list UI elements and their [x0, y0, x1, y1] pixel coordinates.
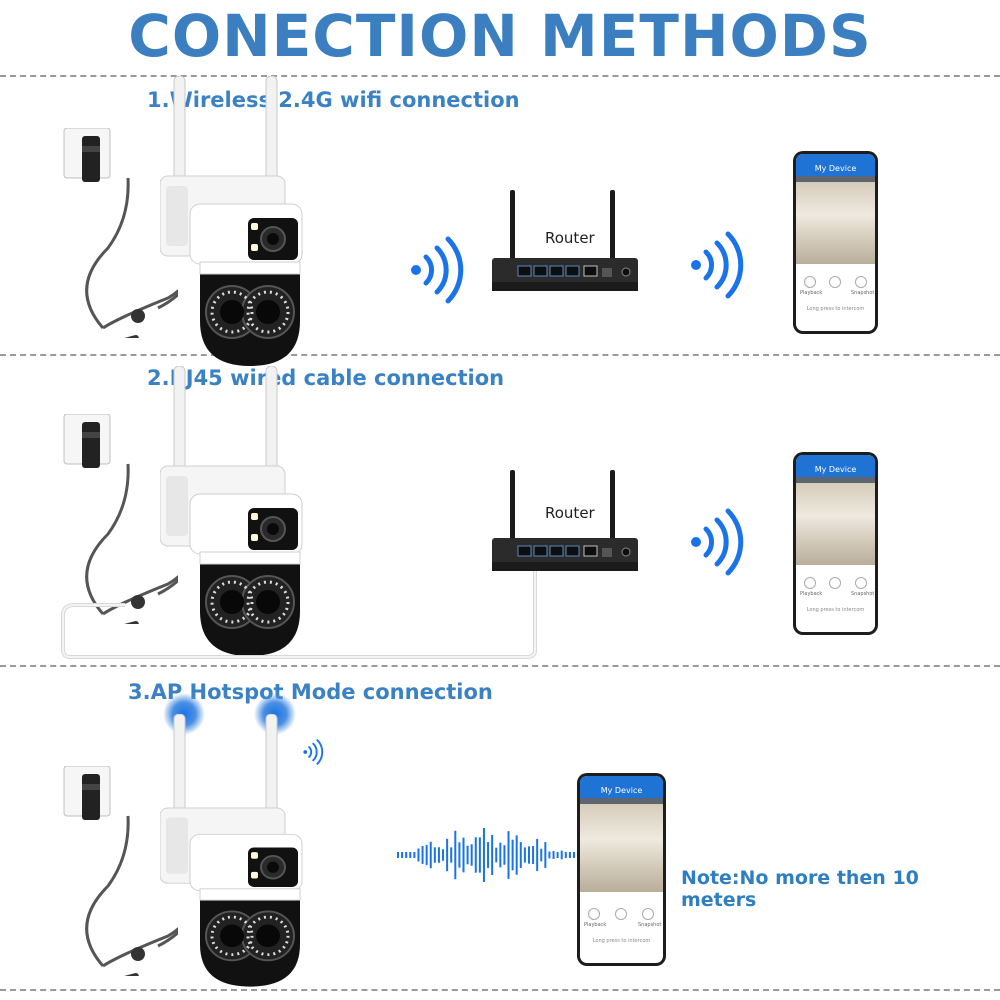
section-divider — [0, 354, 1000, 356]
sound-wave-bar — [495, 847, 498, 863]
snapshot-button: Snapshot — [638, 908, 661, 928]
sound-wave-bar — [470, 844, 473, 866]
sound-wave-bar — [437, 847, 440, 863]
phone-screen: My Device Playback Snapshot Long press t… — [796, 455, 875, 632]
camera-preview — [580, 804, 663, 892]
sound-wave-bar — [523, 847, 526, 863]
sound-wave-bar — [429, 841, 432, 869]
sound-wave-bar — [511, 839, 514, 871]
router-icon — [491, 469, 639, 572]
sound-wave-bar — [446, 838, 449, 872]
sound-wave-bar — [544, 842, 547, 868]
section-divider — [0, 989, 1000, 991]
device-name-bar — [796, 176, 875, 182]
sound-wave-bar — [499, 842, 502, 868]
section-2-heading: 2.RJ45 wired cable connection — [147, 366, 505, 390]
sound-wave-bar — [515, 835, 518, 875]
playback-button: Playback — [800, 276, 822, 296]
status-bar — [796, 455, 875, 463]
sound-wave-bar — [482, 827, 485, 883]
device-name-bar — [796, 477, 875, 483]
sound-wave-bar — [474, 837, 477, 873]
intercom-button — [825, 577, 845, 591]
status-bar — [580, 776, 663, 784]
sound-wave-bar — [556, 852, 559, 858]
sound-wave-bar — [540, 848, 543, 862]
sound-wave-bar — [409, 852, 412, 858]
sound-wave-bar — [478, 837, 481, 873]
sound-wave-bar — [421, 846, 424, 864]
section-divider — [0, 665, 1000, 667]
sound-wave-bar — [401, 852, 404, 858]
sound-wave-bar — [413, 852, 416, 858]
wifi-signal-icon — [690, 542, 750, 622]
sound-wave-bar — [491, 834, 494, 876]
phone-screen: My Device Playback Snapshot Long press t… — [580, 776, 663, 963]
intercom-button — [825, 276, 845, 290]
app-controls: Playback Snapshot — [796, 577, 875, 607]
intercom-hint: Long press to intercom — [806, 306, 865, 312]
sound-wave-bar — [548, 851, 551, 859]
sound-wave-bar — [503, 845, 506, 865]
distance-note: Note:No more then 10 meters — [681, 867, 919, 911]
snapshot-button: Snapshot — [851, 577, 874, 597]
sound-wave-bar — [417, 848, 420, 862]
wifi-signal-icon — [410, 270, 470, 350]
sound-wave-bar — [573, 852, 575, 858]
sound-wave-icon — [397, 827, 575, 883]
app-title: My Device — [796, 463, 875, 477]
sound-wave-bar — [519, 842, 522, 868]
sound-wave-bar — [454, 830, 457, 880]
sound-wave-bar — [458, 842, 461, 868]
section-divider — [0, 75, 1000, 77]
app-controls: Playback Snapshot — [796, 276, 875, 306]
sound-wave-bar — [425, 844, 428, 866]
sound-wave-bar — [450, 847, 453, 863]
power-adapter-icon — [63, 128, 178, 338]
sound-wave-bar — [405, 852, 408, 858]
sound-wave-bar — [466, 845, 469, 865]
app-title: My Device — [796, 162, 875, 176]
sound-wave-bar — [442, 849, 445, 861]
page-title: CONECTION METHODS — [128, 2, 872, 70]
sound-wave-bar — [536, 838, 539, 872]
sound-wave-bar — [532, 846, 535, 864]
app-controls: Playback Snapshot — [580, 908, 663, 938]
phone-screen: My Device Playback Snapshot Long press t… — [796, 154, 875, 331]
app-title: My Device — [580, 784, 663, 798]
sound-wave-bar — [397, 852, 399, 858]
sound-wave-bar — [568, 852, 571, 858]
snapshot-button: Snapshot — [851, 276, 874, 296]
sound-wave-bar — [487, 842, 490, 868]
smartphone-icon: My Device Playback Snapshot Long press t… — [577, 773, 666, 966]
playback-button: Playback — [584, 908, 606, 928]
sound-wave-bar — [564, 852, 567, 858]
sound-wave-bar — [433, 847, 436, 863]
intercom-hint: Long press to intercom — [806, 607, 865, 613]
smartphone-icon: My Device Playback Snapshot Long press t… — [793, 151, 878, 334]
camera-preview — [796, 483, 875, 565]
security-camera-icon — [160, 76, 304, 368]
playback-button: Playback — [800, 577, 822, 597]
smartphone-icon: My Device Playback Snapshot Long press t… — [793, 452, 878, 635]
sound-wave-bar — [552, 851, 555, 859]
intercom-hint: Long press to intercom — [592, 938, 651, 944]
camera-preview — [796, 182, 875, 264]
section-1-heading: 1.Wireless 2.4G wifi connection — [147, 88, 520, 112]
power-adapter-icon — [63, 766, 178, 976]
intercom-button — [611, 908, 631, 922]
sound-wave-bar — [560, 850, 563, 860]
router-label: Router — [545, 504, 595, 522]
security-camera-icon — [160, 714, 304, 989]
wifi-signal-icon — [690, 265, 750, 345]
sound-wave-bar — [507, 831, 510, 879]
router-label: Router — [545, 229, 595, 247]
device-name-bar — [580, 798, 663, 804]
ethernet-cable — [61, 550, 537, 659]
sound-wave-bar — [462, 837, 465, 873]
status-bar — [796, 154, 875, 162]
sound-wave-bar — [527, 846, 530, 864]
